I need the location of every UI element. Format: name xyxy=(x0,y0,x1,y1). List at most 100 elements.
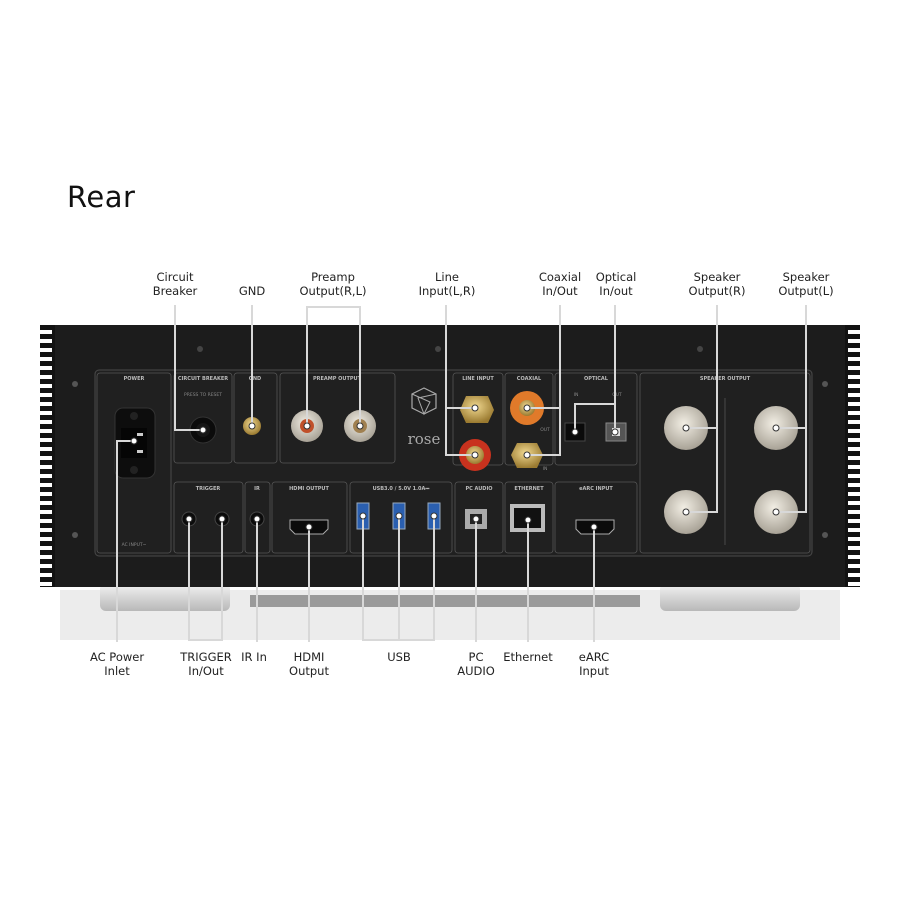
heatsink-fin-gap xyxy=(848,546,860,550)
label-gnd: GND xyxy=(249,376,261,382)
foot-left xyxy=(100,583,230,611)
heatsink-fin-gap xyxy=(848,456,860,460)
heatsink-fin-gap xyxy=(848,519,860,523)
heatsink-fin-gap xyxy=(40,366,52,370)
heatsink-fin-gap xyxy=(848,582,860,586)
heatsink-fin-gap xyxy=(40,528,52,532)
callout-hdmi-output: HDMI Output xyxy=(289,650,329,678)
callout-usb: USB xyxy=(387,650,411,664)
heatsink-fin-gap xyxy=(40,564,52,568)
heatsink-fin-gap xyxy=(848,564,860,568)
label-ethernet: ETHERNET xyxy=(514,486,544,492)
section-title: Rear xyxy=(67,180,136,214)
heatsink-fin-gap xyxy=(40,510,52,514)
callout-speaker-output-l: Speaker Output(L) xyxy=(778,270,834,298)
heatsink-fin-gap xyxy=(848,429,860,433)
brand-text: rose xyxy=(408,430,441,448)
chassis xyxy=(40,325,860,587)
heatsink-fin-gap xyxy=(848,528,860,532)
base-shelf xyxy=(60,583,840,640)
callout-pc-audio: PC AUDIO xyxy=(457,650,495,678)
heatsink-fin-gap xyxy=(40,429,52,433)
callout-ac-power-inlet: AC Power Inlet xyxy=(89,650,145,678)
heatsink-fin-gap xyxy=(848,393,860,397)
heatsink-fin-gap xyxy=(848,330,860,334)
callout-circuit-breaker: Circuit Breaker xyxy=(152,270,198,298)
label-speaker-output: SPEAKER OUTPUT xyxy=(700,376,751,382)
label-line-input: LINE INPUT xyxy=(462,376,494,382)
heatsink-fin-gap xyxy=(40,375,52,379)
heatsink-fin-gap xyxy=(40,492,52,496)
heatsink-fin-gap xyxy=(848,447,860,451)
label-hdmi-output: HDMI OUTPUT xyxy=(289,486,329,492)
callout-gnd: GND xyxy=(238,284,266,298)
label-coaxial: COAXIAL xyxy=(517,376,542,382)
heatsink-fin-gap xyxy=(40,384,52,388)
label-power: POWER xyxy=(124,376,145,382)
label-optical: OPTICAL xyxy=(584,376,609,382)
heatsink-fin-gap xyxy=(848,348,860,352)
heatsink-fin-gap xyxy=(40,474,52,478)
foot-right xyxy=(660,583,800,611)
callout-coaxial: Coaxial In/Out xyxy=(538,270,582,298)
label-circuit-breaker: CIRCUIT BREAKER xyxy=(178,376,228,382)
heatsink-fin-gap xyxy=(40,402,52,406)
heatsink-fin-gap xyxy=(848,492,860,496)
heatsink-fin-gap xyxy=(40,357,52,361)
callout-trigger: TRIGGER In/Out xyxy=(180,650,232,678)
rose-logo: rose xyxy=(408,387,441,448)
heatsink-fin-gap xyxy=(40,456,52,460)
label-press-to-reset: PRESS TO RESET xyxy=(184,392,222,398)
heatsink-fin-gap xyxy=(848,573,860,577)
callout-ir-in: IR In xyxy=(241,650,267,664)
heatsink-fin-gap xyxy=(848,510,860,514)
heatsink-fin-gap xyxy=(40,438,52,442)
label-opt-out: OUT xyxy=(612,392,622,398)
heatsink-fin-gap xyxy=(848,384,860,388)
heatsink-fin-gap xyxy=(40,519,52,523)
heatsink-fin-gap xyxy=(40,339,52,343)
heatsink-fin-gap xyxy=(40,465,52,469)
heatsink-fin-gap xyxy=(40,447,52,451)
label-coax-out: OUT xyxy=(540,427,550,433)
heatsink-fin-gap xyxy=(40,348,52,352)
heatsink-fin-gap xyxy=(40,573,52,577)
label-trigger: TRIGGER xyxy=(196,486,221,492)
heatsink-fin-gap xyxy=(848,465,860,469)
callout-preamp-output: Preamp Output(R,L) xyxy=(299,270,367,298)
heatsink-fin-gap xyxy=(848,375,860,379)
heatsink-fin-gap xyxy=(40,411,52,415)
section-boxes xyxy=(96,372,811,554)
heatsink-fin-gap xyxy=(40,393,52,397)
heatsink-fin-gap xyxy=(40,546,52,550)
heatsink-fin-gap xyxy=(848,474,860,478)
label-ac-input: AC INPUT~ xyxy=(122,542,147,548)
label-earc-input: eARC INPUT xyxy=(579,486,613,492)
label-usb: USB3.0 / 5.0V 1.0A⎓ xyxy=(373,486,430,492)
label-opt-in: IN xyxy=(574,392,579,398)
heatsink-fin-gap xyxy=(40,501,52,505)
heatsink-fin-gap xyxy=(40,555,52,559)
label-pc-audio: PC AUDIO xyxy=(465,486,492,492)
heatsink-fin-gap xyxy=(848,339,860,343)
heatsink-fin-gap xyxy=(40,582,52,586)
heatsink-fin-gap xyxy=(848,366,860,370)
heatsink-fin-gap xyxy=(848,438,860,442)
label-preamp-output: PREAMP OUTPUT xyxy=(313,376,362,382)
heatsink-fin-gap xyxy=(848,501,860,505)
label-coax-in: IN xyxy=(543,466,548,472)
heatsink-fin-gap xyxy=(848,402,860,406)
callout-line-input: Line Input(L,R) xyxy=(418,270,476,298)
heatsink-fin-gap xyxy=(848,537,860,541)
label-ir: IR xyxy=(254,486,260,492)
heatsink-fin-gap xyxy=(848,420,860,424)
heatsink-fin-gap xyxy=(848,357,860,361)
callout-speaker-output-r: Speaker Output(R) xyxy=(688,270,746,298)
heatsink-fin-gap xyxy=(40,420,52,424)
heatsink-fin-gap xyxy=(848,555,860,559)
callout-earc-input: eARC Input xyxy=(578,650,610,678)
heatsink-fin-gap xyxy=(40,537,52,541)
heatsink-fin-gap xyxy=(40,330,52,334)
callout-lines xyxy=(116,305,807,642)
